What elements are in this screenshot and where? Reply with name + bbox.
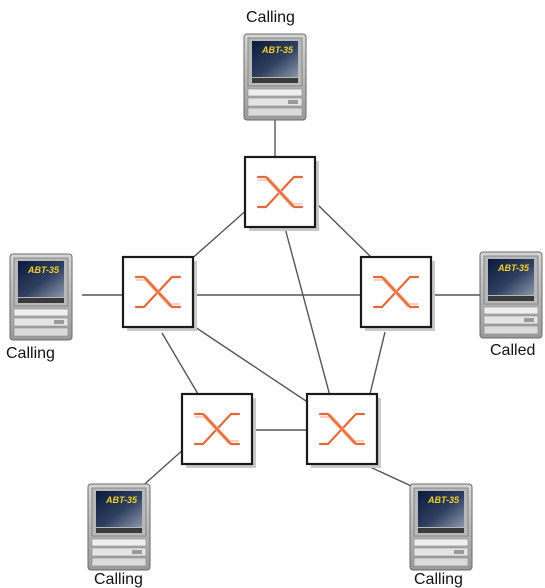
link-top-right — [317, 204, 373, 259]
link-top-bottomright — [284, 227, 331, 397]
link-left-bottomleft — [161, 332, 199, 395]
switch-right — [359, 255, 437, 333]
terminal-label-bottom-left: Calling — [94, 571, 143, 588]
terminal-left: ABT-35 — [9, 253, 73, 341]
terminal-label-right: Called — [490, 342, 536, 359]
switch-bottom-right — [305, 392, 383, 470]
link-top-left — [187, 206, 251, 263]
switch-top — [243, 155, 321, 233]
terminal-screen-text: ABT-35 — [105, 495, 138, 505]
terminal-label-left: Calling — [6, 345, 55, 362]
terminal-label-bottom-right: Calling — [414, 571, 463, 588]
switch-left — [121, 255, 199, 333]
terminal-screen-text: ABT-35 — [497, 263, 530, 273]
terminal-label-top: Calling — [246, 9, 295, 26]
terminal-bottom-left: ABT-35 — [87, 483, 151, 571]
link-right-bottomright — [369, 331, 386, 395]
terminal-screen-text: ABT-35 — [261, 45, 294, 55]
terminal-right: ABT-35 — [479, 251, 543, 339]
terminal-screen-text: ABT-35 — [27, 265, 60, 275]
switch-bottom-left — [180, 392, 258, 470]
link-left-bottomright — [191, 324, 313, 406]
link-bottomleft-terminal — [137, 447, 186, 491]
terminal-top: ABT-35 — [243, 33, 307, 121]
terminal-bottom-right: ABT-35 — [409, 483, 473, 571]
terminal-screen-text: ABT-35 — [427, 495, 460, 505]
